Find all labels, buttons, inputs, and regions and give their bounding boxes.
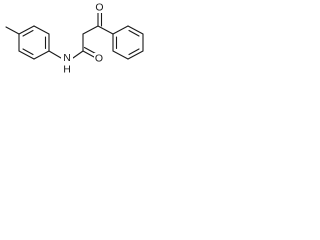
tolyl-ring-bond — [18, 50, 35, 60]
ketone-phenyl-bond — [97, 25, 114, 35]
amide-hydrogen-background — [62, 64, 72, 75]
phenyl-ring-bond — [112, 50, 129, 60]
phenyl-double-bond — [128, 29, 140, 37]
aryl-nitrogen-bond — [48, 50, 62, 59]
nitrogen-carbonyl-bond — [72, 50, 84, 59]
methylene-ketone-bond — [82, 25, 99, 35]
phenyl-ring-bond — [127, 25, 144, 35]
amide-oxygen-background — [94, 53, 104, 64]
tolyl-ring-bond — [33, 50, 50, 60]
tolyl-double-bond — [22, 29, 34, 37]
chemical-structure-diagram: O O N H — [5, 2, 144, 76]
amide-nitrogen-label: N — [63, 52, 71, 64]
tolyl-ring-bond — [33, 25, 50, 35]
phenyl-double-bond — [128, 48, 140, 56]
ketone-oxygen-background — [94, 2, 105, 13]
phenyl-ring-bond — [112, 25, 129, 35]
phenyl-ring-bond — [127, 50, 144, 60]
ketone-oxygen-label: O — [95, 2, 103, 14]
tolyl-ring-bond — [18, 25, 35, 35]
amide-nitrogen-background — [61, 52, 73, 63]
amide-oxygen-label: O — [95, 53, 103, 65]
amide-carbonyl-double-bond — [82, 50, 95, 58]
methyl-bond — [5, 26, 20, 35]
tolyl-double-bond — [22, 48, 34, 56]
amide-hydrogen-label: H — [63, 64, 71, 76]
phenyl-ring — [112, 25, 144, 60]
amide-carbonyl-double-bond — [83, 46, 97, 55]
tolyl-ring — [18, 25, 50, 60]
